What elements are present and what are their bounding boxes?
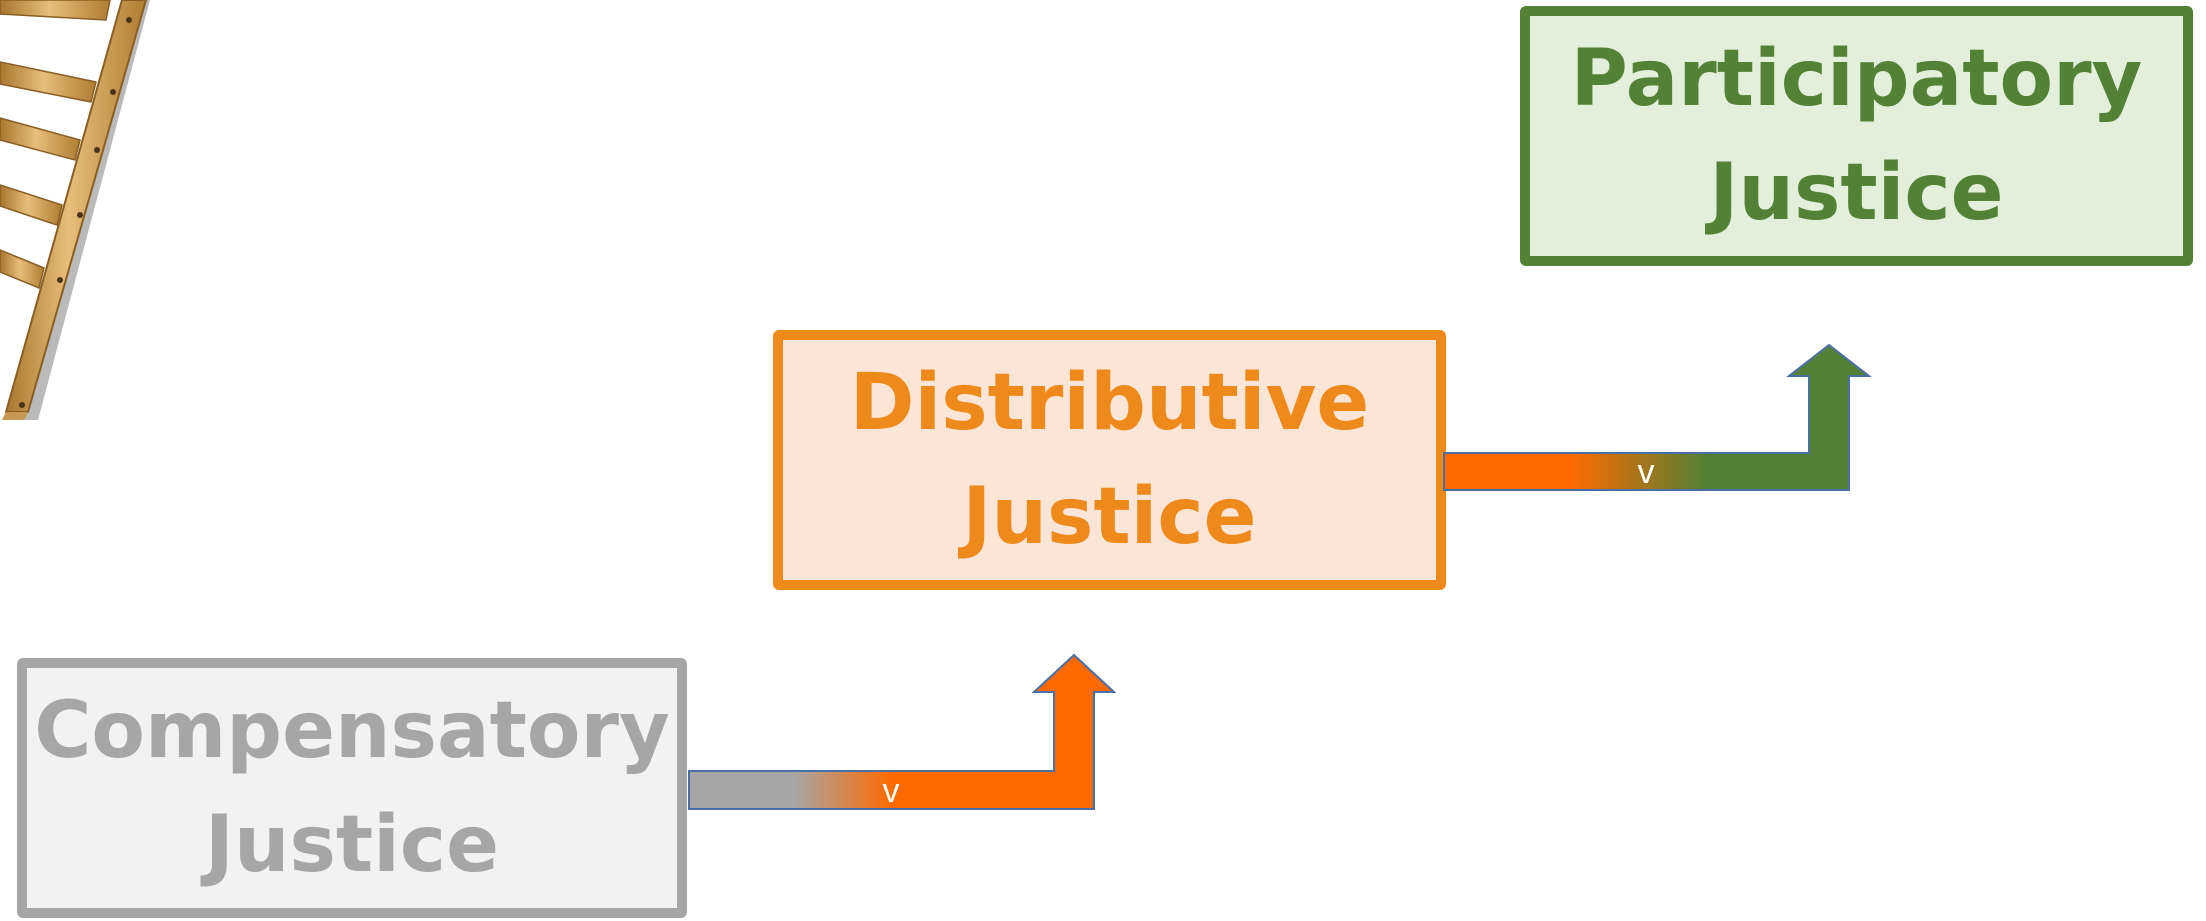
arrow-shape xyxy=(1443,343,1872,491)
distributive-line2: Justice xyxy=(962,472,1257,562)
participatory-line2: Justice xyxy=(1709,148,2004,238)
distributive-line1: Distributive xyxy=(849,358,1370,448)
participatory-line1: Participatory xyxy=(1570,34,2143,124)
ladder-icon xyxy=(0,0,150,420)
compensatory-line2: Justice xyxy=(204,800,500,890)
compensatory-line1: Compensatory xyxy=(34,686,670,776)
compensatory-justice-box: Compensatory Justice xyxy=(17,658,687,918)
arrow-2-label: v xyxy=(1638,453,1655,491)
distributive-justice-box: Distributive Justice xyxy=(773,330,1446,590)
arrow-compensatory-to-distributive: v xyxy=(688,653,1117,810)
arrow-shape xyxy=(688,653,1117,810)
arrow-1-label: v xyxy=(883,772,900,810)
arrow-distributive-to-participatory: v xyxy=(1443,343,1872,491)
participatory-justice-box: Participatory Justice xyxy=(1520,6,2193,266)
